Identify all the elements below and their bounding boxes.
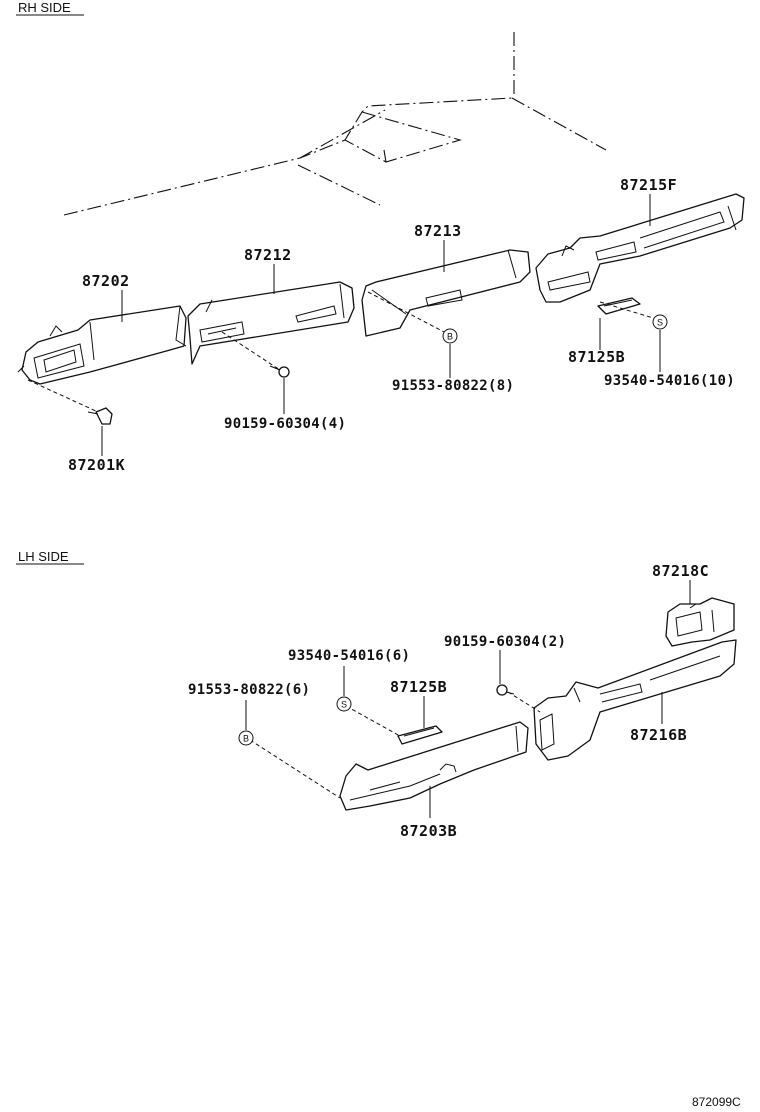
part-87218c-bracket[interactable]: [665, 597, 735, 647]
svg-text:S: S: [657, 318, 663, 328]
label-87215f: 87215F: [620, 176, 677, 194]
label-91553-lh: 91553-80822(6): [188, 682, 310, 698]
clip-symbol-s-lh-icon: S: [336, 696, 352, 712]
label-87202: 87202: [82, 272, 130, 290]
label-87203b: 87203B: [400, 822, 457, 840]
rh-dash-91553: [367, 291, 449, 335]
label-91553-rh: 91553-80822(8): [392, 378, 514, 394]
label-87213: 87213: [414, 222, 462, 240]
clip-symbol-s-icon: S: [652, 314, 668, 330]
label-87125b-lh: 87125B: [390, 678, 447, 696]
lh-dash-90159: [507, 691, 541, 713]
label-90159-lh: 90159-60304(2): [444, 634, 566, 650]
rh-dash-90159: [221, 331, 281, 371]
part-87213-trim[interactable]: [361, 249, 531, 337]
clip-symbol-b-icon: B: [442, 328, 458, 344]
clip-symbol-b-lh-icon: B: [238, 730, 254, 746]
rh-dash-87201k: [27, 379, 99, 413]
vehicle-body-outline: [63, 32, 607, 216]
screw-90159-icon[interactable]: [269, 365, 290, 378]
label-87201k: 87201K: [68, 456, 125, 474]
lh-dash-93540: [345, 705, 401, 737]
lh-dash-91553: [249, 739, 341, 799]
screw-90159-lh-icon[interactable]: [496, 684, 515, 696]
part-87125b-clip-lh[interactable]: [397, 725, 443, 745]
rh-leader-lines: [101, 194, 661, 456]
label-87216b: 87216B: [630, 726, 687, 744]
lh-side-heading: LH SIDE: [18, 549, 69, 564]
label-87218c: 87218C: [652, 562, 709, 580]
rh-dash-93540: [599, 301, 661, 321]
lh-leader-lines: [245, 580, 691, 818]
part-87212-trim[interactable]: [187, 281, 355, 365]
label-93540-rh: 93540-54016(10): [604, 373, 735, 389]
svg-text:S: S: [341, 700, 347, 710]
svg-text:B: B: [243, 734, 249, 744]
rh-side-heading: RH SIDE: [18, 0, 71, 15]
screw-87201k-icon[interactable]: [87, 407, 113, 425]
label-93540-lh: 93540-54016(6): [288, 648, 410, 664]
label-87212: 87212: [244, 246, 292, 264]
label-87125b-rh: 87125B: [568, 348, 625, 366]
part-87203b-trim[interactable]: [339, 721, 529, 811]
part-87216b-trim[interactable]: [533, 639, 737, 761]
label-90159-rh: 90159-60304(4): [224, 416, 346, 432]
part-87215f-trim[interactable]: [535, 193, 745, 303]
part-87202-trim[interactable]: [17, 305, 187, 385]
diagram-code: 872099C: [692, 1095, 741, 1109]
svg-text:B: B: [447, 332, 453, 342]
